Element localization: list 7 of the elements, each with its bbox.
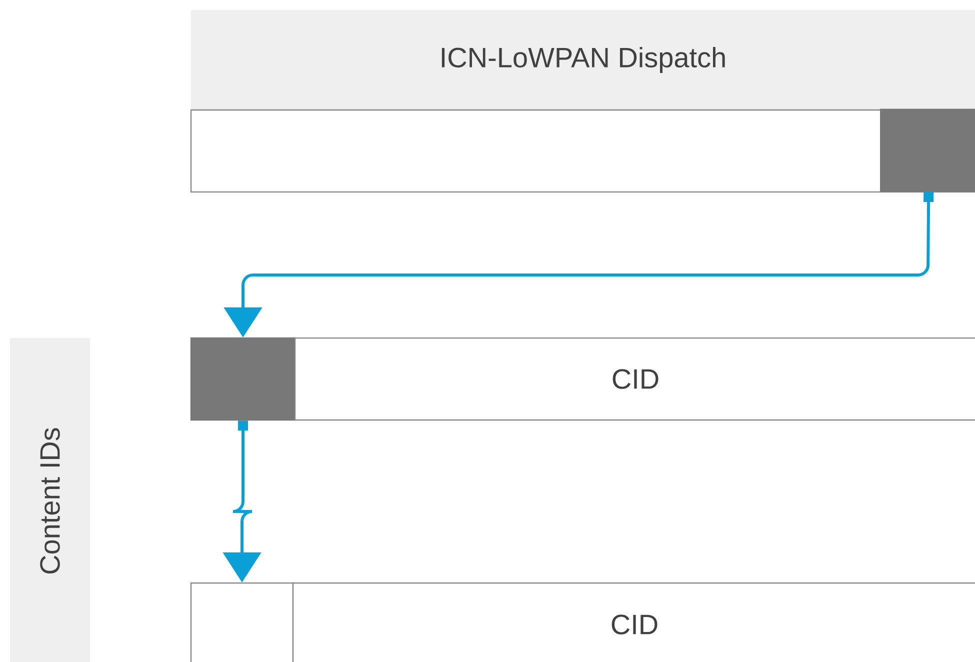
field-cell: [190, 582, 294, 662]
field-box: CID: [294, 337, 975, 421]
field-cell: [190, 337, 296, 421]
field-cell: [880, 108, 975, 192]
side-band: Content IDs: [10, 338, 90, 662]
field-box: CID: [292, 582, 975, 662]
header-band: ICN-LoWPAN Dispatch: [191, 10, 975, 110]
